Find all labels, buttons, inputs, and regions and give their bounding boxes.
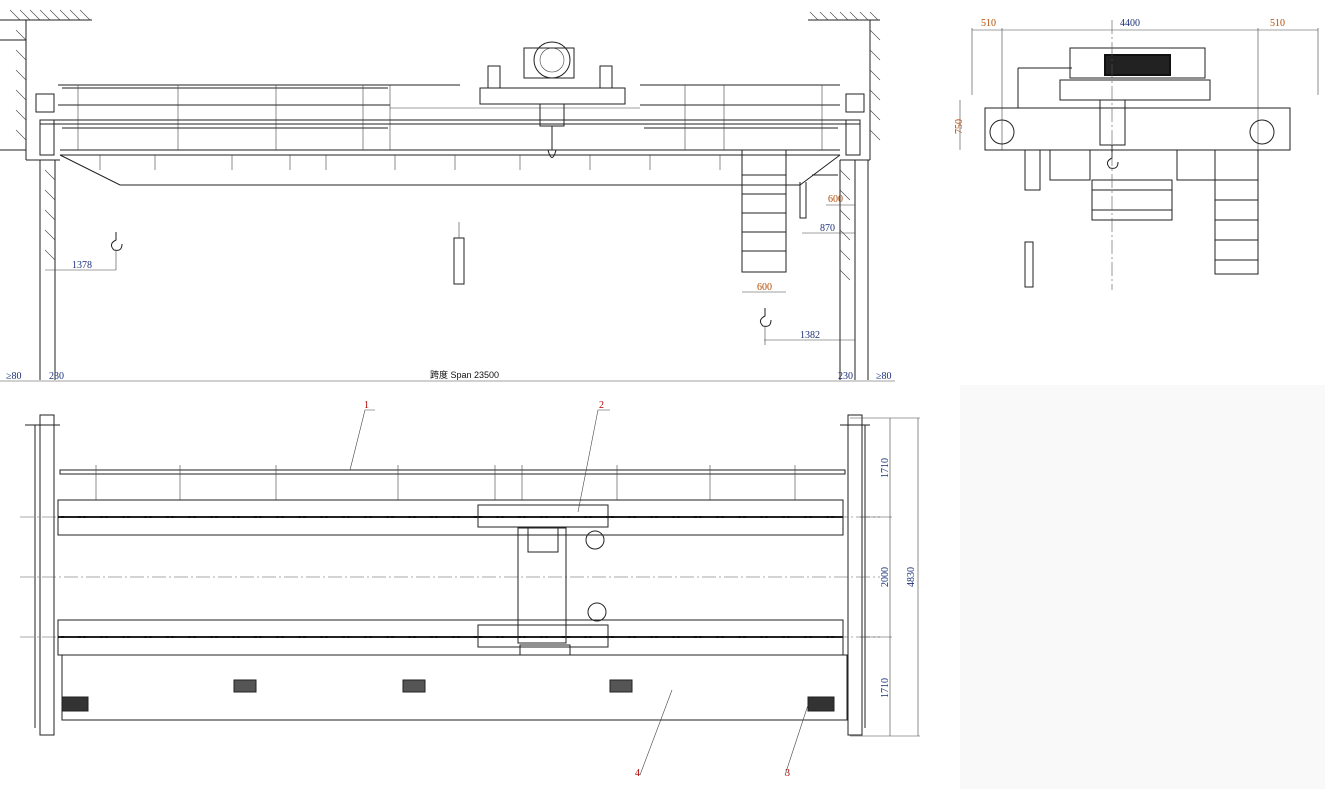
left-wall	[0, 9, 92, 380]
left-end-carriage	[39, 414, 55, 736]
end-beam	[984, 107, 1291, 151]
main-girder-lower	[57, 619, 844, 656]
trolley	[479, 41, 626, 158]
dim-right-overhang: 510	[1270, 18, 1285, 29]
dim-left-offset: 230	[49, 371, 64, 382]
part-number-3: 3	[785, 768, 790, 779]
part-number-4: 4	[635, 768, 640, 779]
trolley-plan	[477, 504, 609, 656]
dim-left-hook-limit: 1378	[72, 260, 92, 271]
side-view: 510 4400 510 750	[954, 18, 1319, 290]
platform	[61, 654, 848, 721]
dim-ladder-width: 600	[757, 282, 772, 293]
dim-height: 750	[954, 119, 965, 134]
hoist-motor	[1069, 47, 1206, 79]
dim-right-offset: 230	[838, 371, 853, 382]
dim-platform-600: 600	[828, 194, 843, 205]
main-girder-upper	[57, 499, 844, 536]
right-wall	[808, 11, 881, 380]
walkway-railing-plan	[59, 465, 846, 500]
dim-top: 1710	[880, 458, 891, 478]
part-number-2: 2	[599, 400, 604, 411]
ladder	[741, 149, 838, 273]
dim-bottom: 1710	[880, 678, 891, 698]
elevation-view: ≥80 230 跨度 Span 23500 230 ≥80 1378 1382 …	[0, 9, 895, 382]
span-label: 跨度 Span 23500	[430, 369, 499, 380]
right-end-carriage	[847, 414, 863, 736]
dim-right-hook-limit: 1382	[800, 330, 820, 341]
left-end-carriage	[35, 93, 55, 113]
hook-icon	[110, 232, 123, 270]
walkway-railing	[40, 84, 860, 150]
pendant-control	[1024, 241, 1034, 288]
dim-right-clearance: ≥80	[876, 371, 892, 382]
part-number-1: 1	[364, 400, 369, 411]
dim-platform-870: 870	[820, 223, 835, 234]
right-end-carriage	[845, 93, 865, 113]
dim-total: 4830	[906, 567, 917, 587]
dim-left-overhang: 510	[981, 18, 996, 29]
bridge-girder	[59, 149, 841, 186]
plan-view: 1 2 3 4 1710 2000 1710 4830	[20, 400, 920, 779]
pendant-control	[453, 237, 465, 285]
dim-middle: 2000	[880, 567, 891, 587]
hook-icon	[759, 308, 772, 345]
dim-trolley-gauge: 4400	[1120, 18, 1140, 29]
blank-panel	[960, 385, 1325, 789]
dim-left-clearance: ≥80	[6, 371, 22, 382]
